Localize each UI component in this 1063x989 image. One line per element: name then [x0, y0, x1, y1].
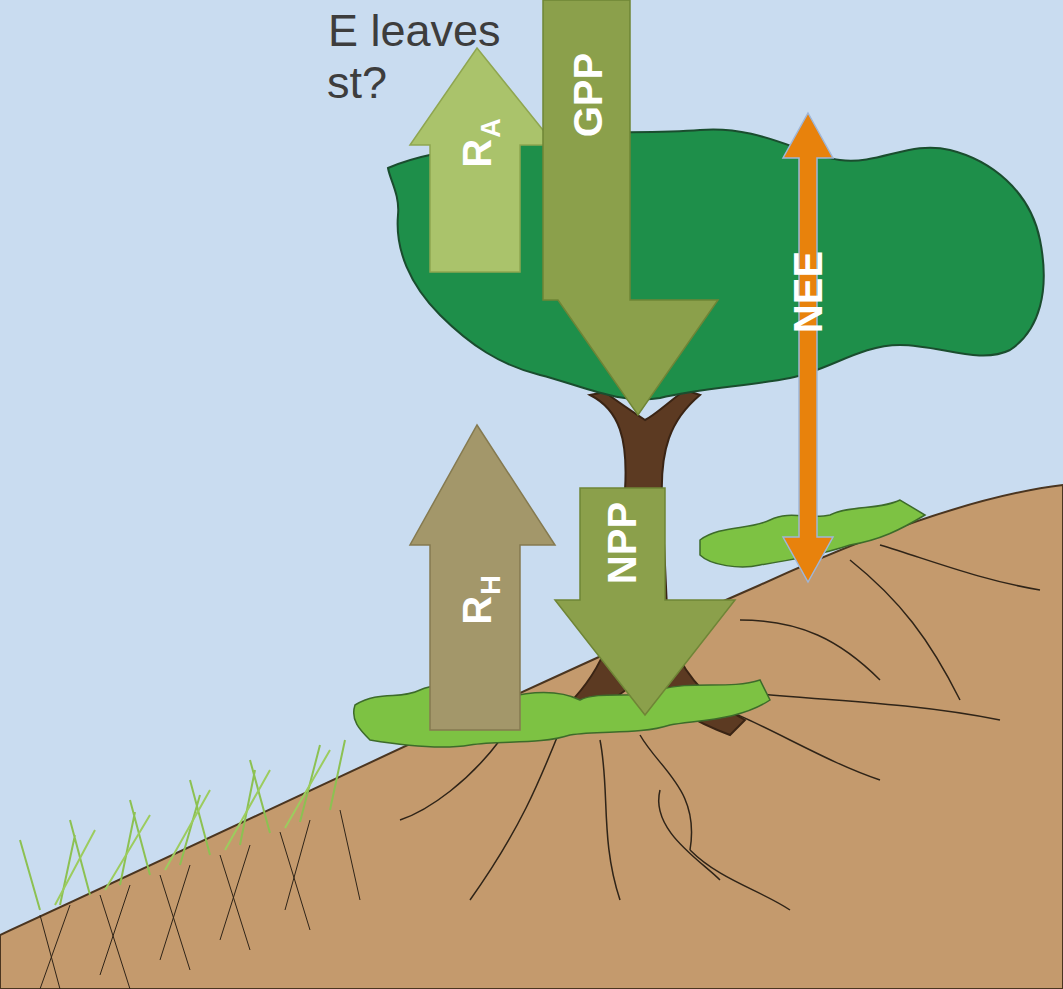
grass-roots: [40, 810, 360, 989]
arrow-label: NEE: [788, 251, 828, 333]
arrow-outline: [410, 425, 555, 730]
flux-name: R: [457, 139, 497, 168]
flux-name: NPP: [602, 502, 642, 584]
arrow-label: RH: [457, 575, 497, 624]
arrow-shape: [540, 0, 720, 418]
arrow-label: GPP: [568, 53, 608, 137]
gross-primary-production-arrow: GPP: [540, 0, 720, 418]
arrow-outline: [410, 48, 555, 272]
flux-name: R: [457, 596, 497, 625]
flux-name: GPP: [568, 53, 608, 137]
flux-subscript: H: [478, 575, 505, 595]
arrow-outline: [783, 113, 833, 582]
flux-name: NEE: [788, 251, 828, 333]
net-ecosystem-exchange-arrow: NEE: [778, 110, 838, 585]
arrow-shape: [778, 110, 838, 585]
arrow-outline: [543, 0, 718, 415]
flux-subscript: A: [478, 118, 505, 138]
ground: [0, 485, 1063, 989]
arrow-outline: [555, 488, 735, 715]
slide-text: E leaves: [328, 6, 501, 56]
arrow-label: RA: [457, 118, 497, 167]
heterotrophic-respiration-arrow: RH: [405, 422, 560, 734]
autotrophic-respiration-arrow: RA: [405, 45, 560, 275]
arrow-label: NPP: [602, 502, 642, 584]
arrow-shape: [553, 488, 738, 718]
slide-text: st?: [327, 58, 387, 108]
net-primary-production-arrow: NPP: [553, 488, 738, 718]
